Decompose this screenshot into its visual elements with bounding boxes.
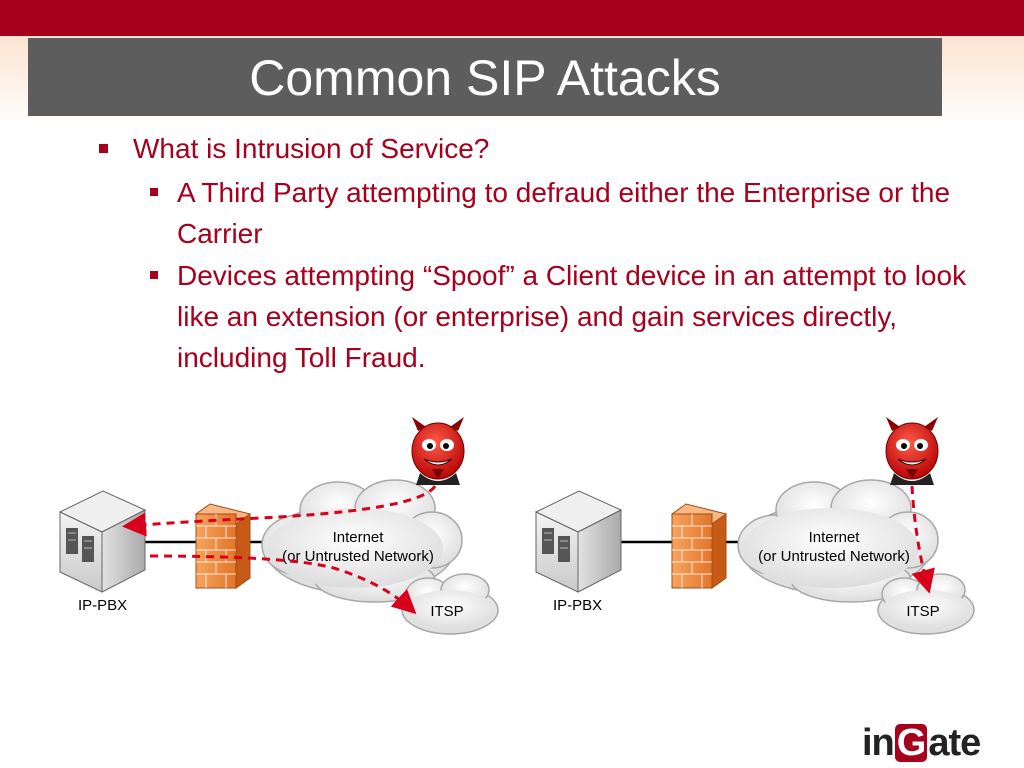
firewall-icon <box>670 503 728 589</box>
firewall-icon <box>194 503 252 589</box>
bullet-square-icon <box>99 144 108 153</box>
devil-icon <box>411 417 465 485</box>
bullet-level1-text: What is Intrusion of Service? <box>133 133 490 164</box>
top-banner <box>0 0 1024 36</box>
internet-sublabel: (or Untrusted Network) <box>758 548 910 565</box>
pbx-label: IP-PBX <box>553 597 602 614</box>
itsp-label: ITSP <box>430 603 463 620</box>
internet-cloud-icon <box>261 479 463 603</box>
bullet-square-icon <box>150 188 158 196</box>
bullet-level2-text: Devices attempting “Spoof” a Client devi… <box>177 260 967 373</box>
ingate-logo: inGate <box>862 722 981 765</box>
title-bar: Common SIP Attacks <box>28 38 942 116</box>
logo-text-g: G <box>894 722 928 764</box>
logo-text-pre: in <box>862 722 895 764</box>
bullet-level2-2: Devices attempting “Spoof” a Client devi… <box>150 255 967 378</box>
bullet-level1: What is Intrusion of Service? <box>99 128 490 169</box>
internet-cloud-icon <box>737 479 939 603</box>
logo-text-post: ate <box>928 722 981 764</box>
internet-sublabel: (or Untrusted Network) <box>282 548 434 565</box>
left-diagram: IP-PBX I <box>58 417 499 635</box>
internet-label: Internet <box>333 529 385 546</box>
slide-title: Common SIP Attacks <box>249 50 721 106</box>
itsp-label: ITSP <box>906 603 939 620</box>
right-diagram: IP-PBX Internet <box>534 417 975 635</box>
devil-icon <box>885 417 939 485</box>
itsp-cloud-icon <box>401 573 499 635</box>
server-icon <box>58 490 147 593</box>
server-icon <box>534 490 623 593</box>
bullet-level2-text: A Third Party attempting to defraud eith… <box>177 177 951 249</box>
internet-label: Internet <box>809 529 861 546</box>
bullet-level2-1: A Third Party attempting to defraud eith… <box>150 172 967 254</box>
attack-arrow-to-itsp <box>149 554 417 615</box>
itsp-cloud-icon <box>877 573 975 635</box>
pbx-label: IP-PBX <box>78 597 127 614</box>
bullet-square-icon <box>150 271 158 279</box>
